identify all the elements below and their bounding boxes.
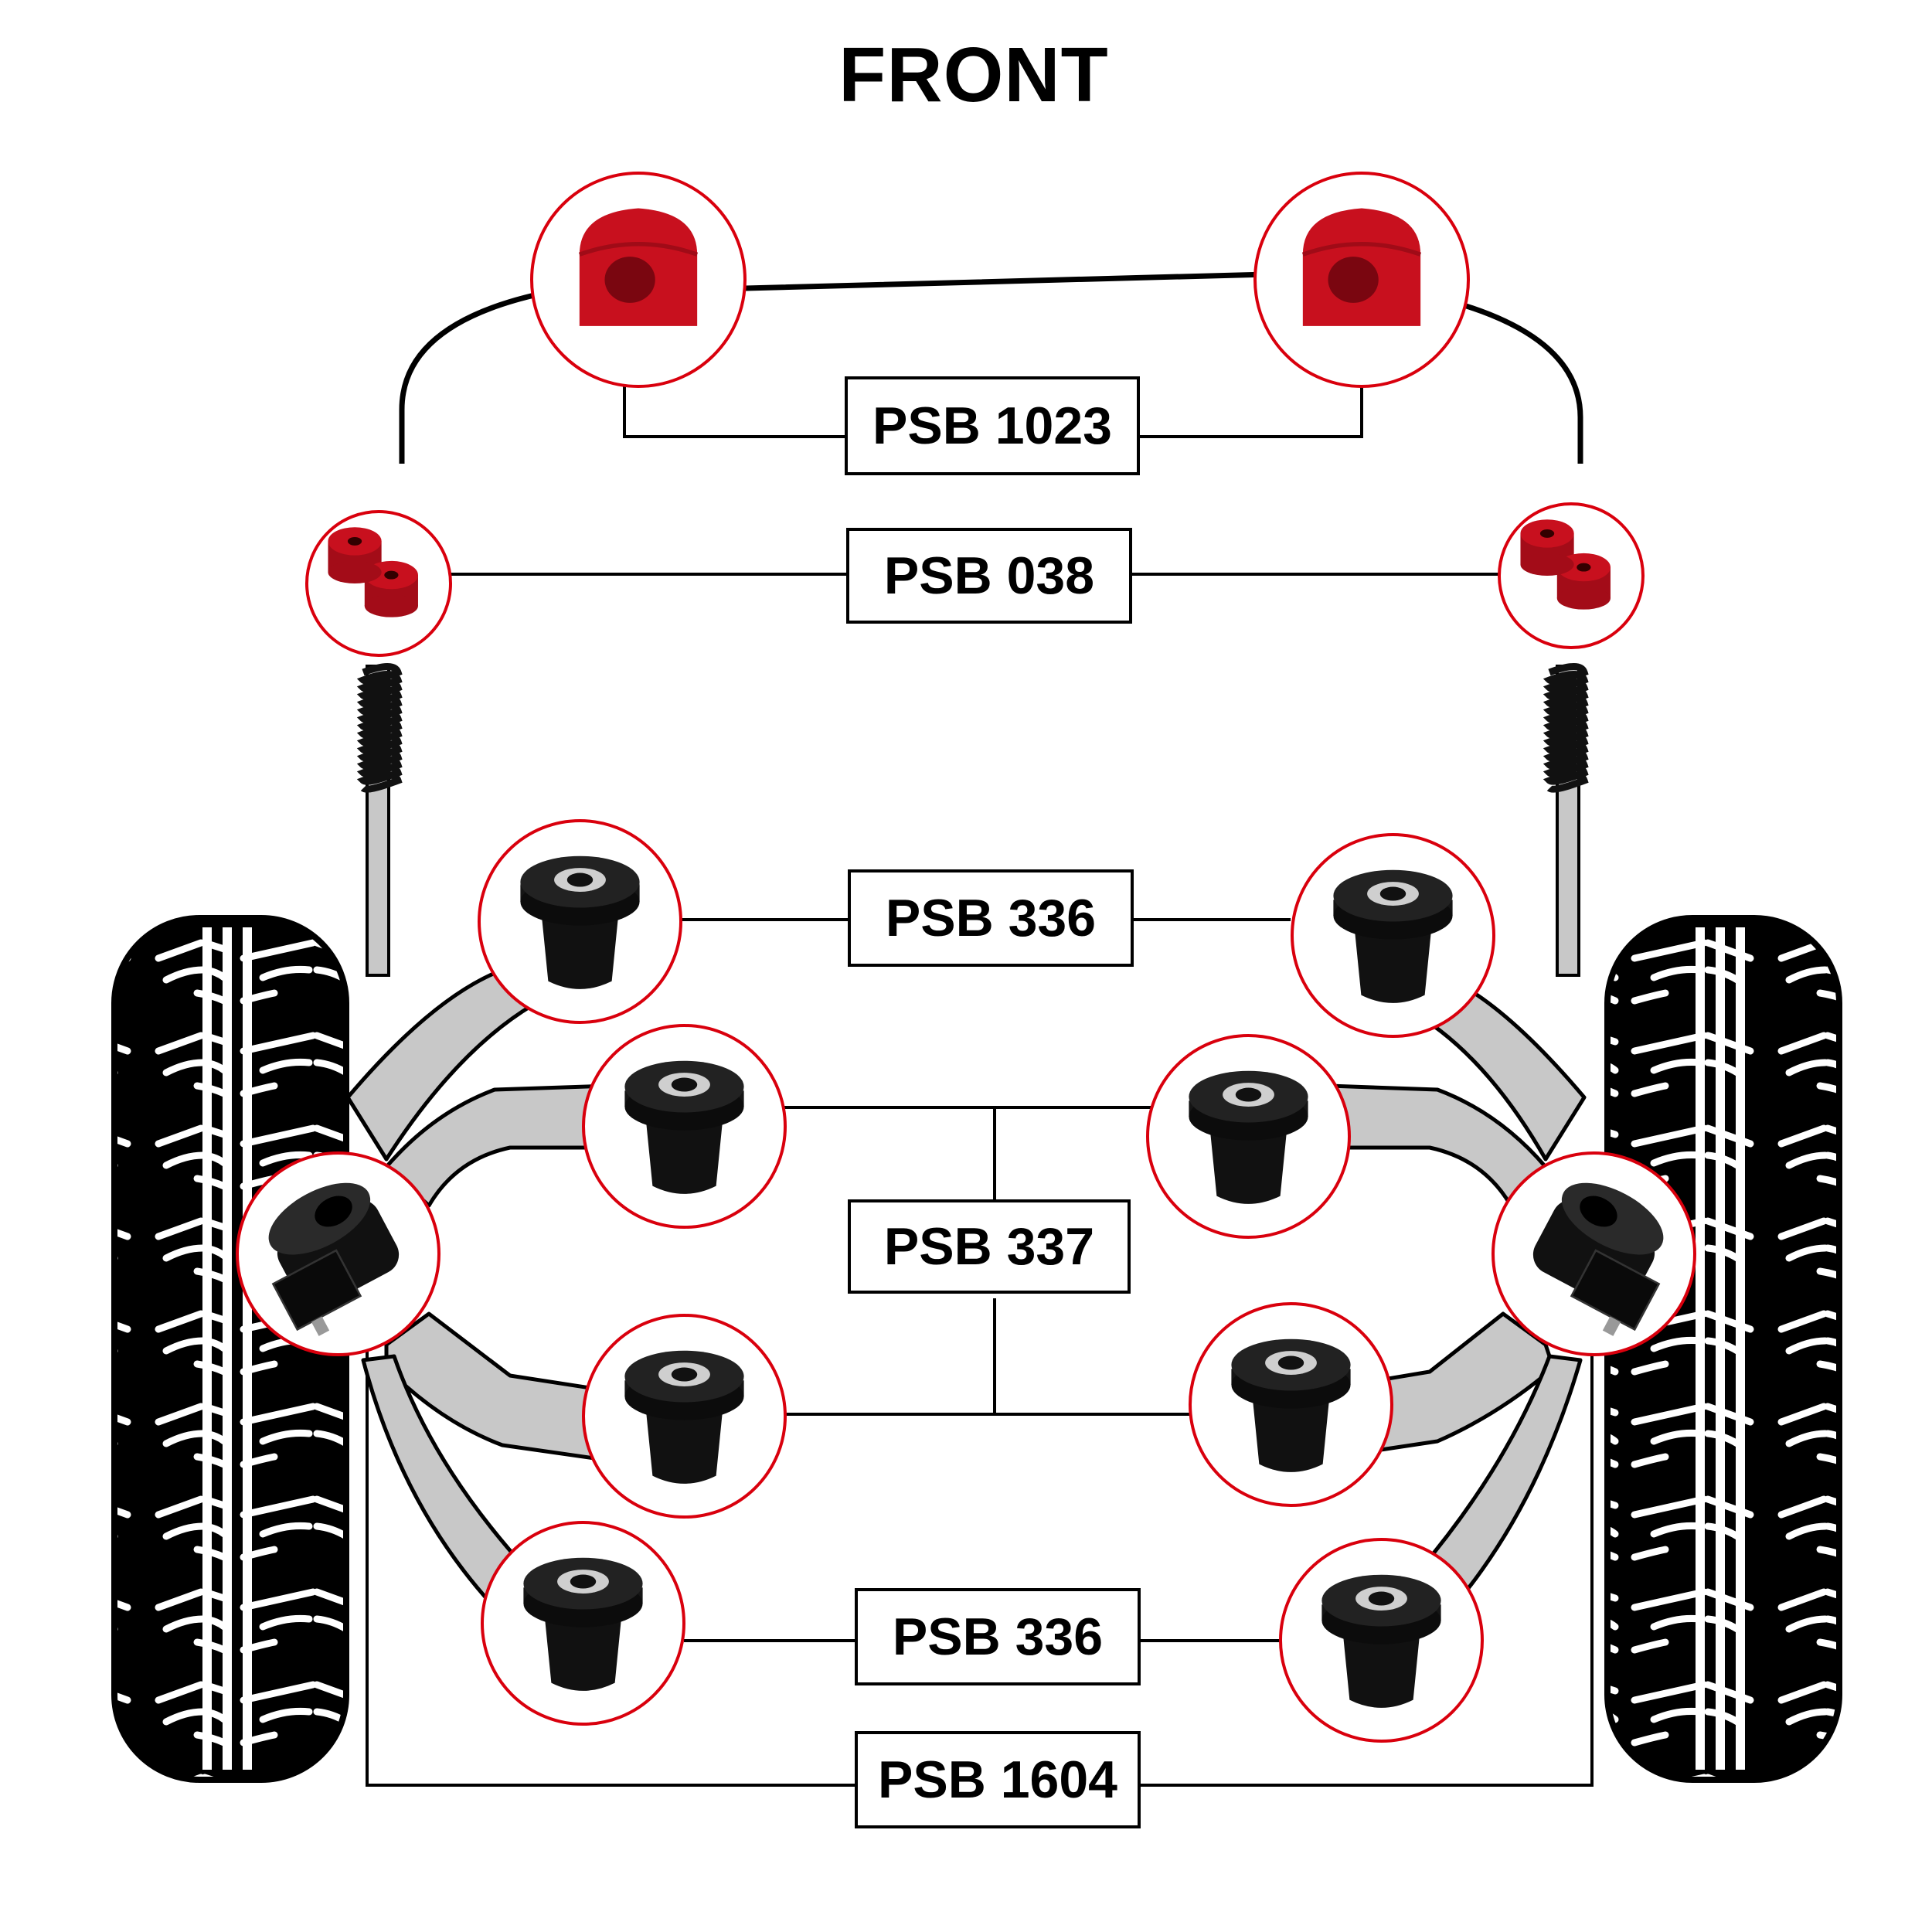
callout-wishbone-bush-inner-front-left[interactable] — [582, 1024, 787, 1229]
anti-roll-bar-bush-icon — [1301, 208, 1422, 326]
flanged-bush-icon — [1231, 1338, 1351, 1472]
tyre-right — [1604, 915, 1842, 1783]
callout-anti-roll-bar-bush-right[interactable] — [1253, 172, 1470, 388]
shock-mount-bush-pair-icon — [1520, 519, 1611, 610]
callout-shock-top-bush-left[interactable] — [305, 510, 452, 657]
shock-mount-bush-pair-icon — [328, 527, 418, 617]
label-psb-336-rear[interactable]: PSB 336 — [855, 1588, 1141, 1685]
callout-hub-mount-bush-right[interactable] — [1492, 1151, 1696, 1356]
label-psb-1604[interactable]: PSB 1604 — [855, 1731, 1141, 1828]
flanged-bush-icon — [624, 1060, 744, 1194]
label-psb-337[interactable]: PSB 337 — [848, 1199, 1131, 1294]
callout-shock-top-bush-right[interactable] — [1498, 502, 1645, 649]
label-psb-336-front[interactable]: PSB 336 — [848, 869, 1134, 967]
callout-wishbone-bush-inner-front-right[interactable] — [1146, 1034, 1351, 1239]
anti-roll-bar-bush-icon — [578, 208, 699, 326]
shock-absorber-right — [1543, 663, 1589, 977]
flanged-bush-icon — [624, 1350, 744, 1484]
flanged-bush-icon — [520, 855, 640, 989]
callout-hub-mount-bush-left[interactable] — [236, 1151, 440, 1356]
leader-lines — [366, 379, 1594, 1787]
callout-anti-roll-bar-bush-left[interactable] — [530, 172, 747, 388]
callout-wishbone-bush-rear-left[interactable] — [481, 1521, 685, 1726]
flanged-bush-icon — [1333, 869, 1453, 1003]
label-psb-038[interactable]: PSB 038 — [846, 528, 1132, 624]
callout-wishbone-bush-front-left[interactable] — [478, 819, 682, 1024]
flanged-bush-icon — [1189, 1070, 1308, 1204]
shock-absorber-left — [356, 663, 403, 977]
hub-mount-bush-icon — [268, 1182, 400, 1336]
tyre-left — [111, 915, 349, 1783]
callout-wishbone-bush-inner-rear-left[interactable] — [582, 1314, 787, 1519]
callout-wishbone-bush-front-right[interactable] — [1291, 833, 1495, 1038]
callout-wishbone-bush-rear-right[interactable] — [1279, 1538, 1484, 1743]
hub-mount-bush-icon — [1532, 1182, 1664, 1336]
diagram-title: FRONT — [838, 32, 1109, 118]
flanged-bush-icon — [523, 1557, 643, 1691]
flanged-bush-icon — [1321, 1574, 1441, 1708]
label-psb-1023[interactable]: PSB 1023 — [845, 376, 1140, 475]
callout-wishbone-bush-inner-rear-right[interactable] — [1189, 1302, 1393, 1507]
